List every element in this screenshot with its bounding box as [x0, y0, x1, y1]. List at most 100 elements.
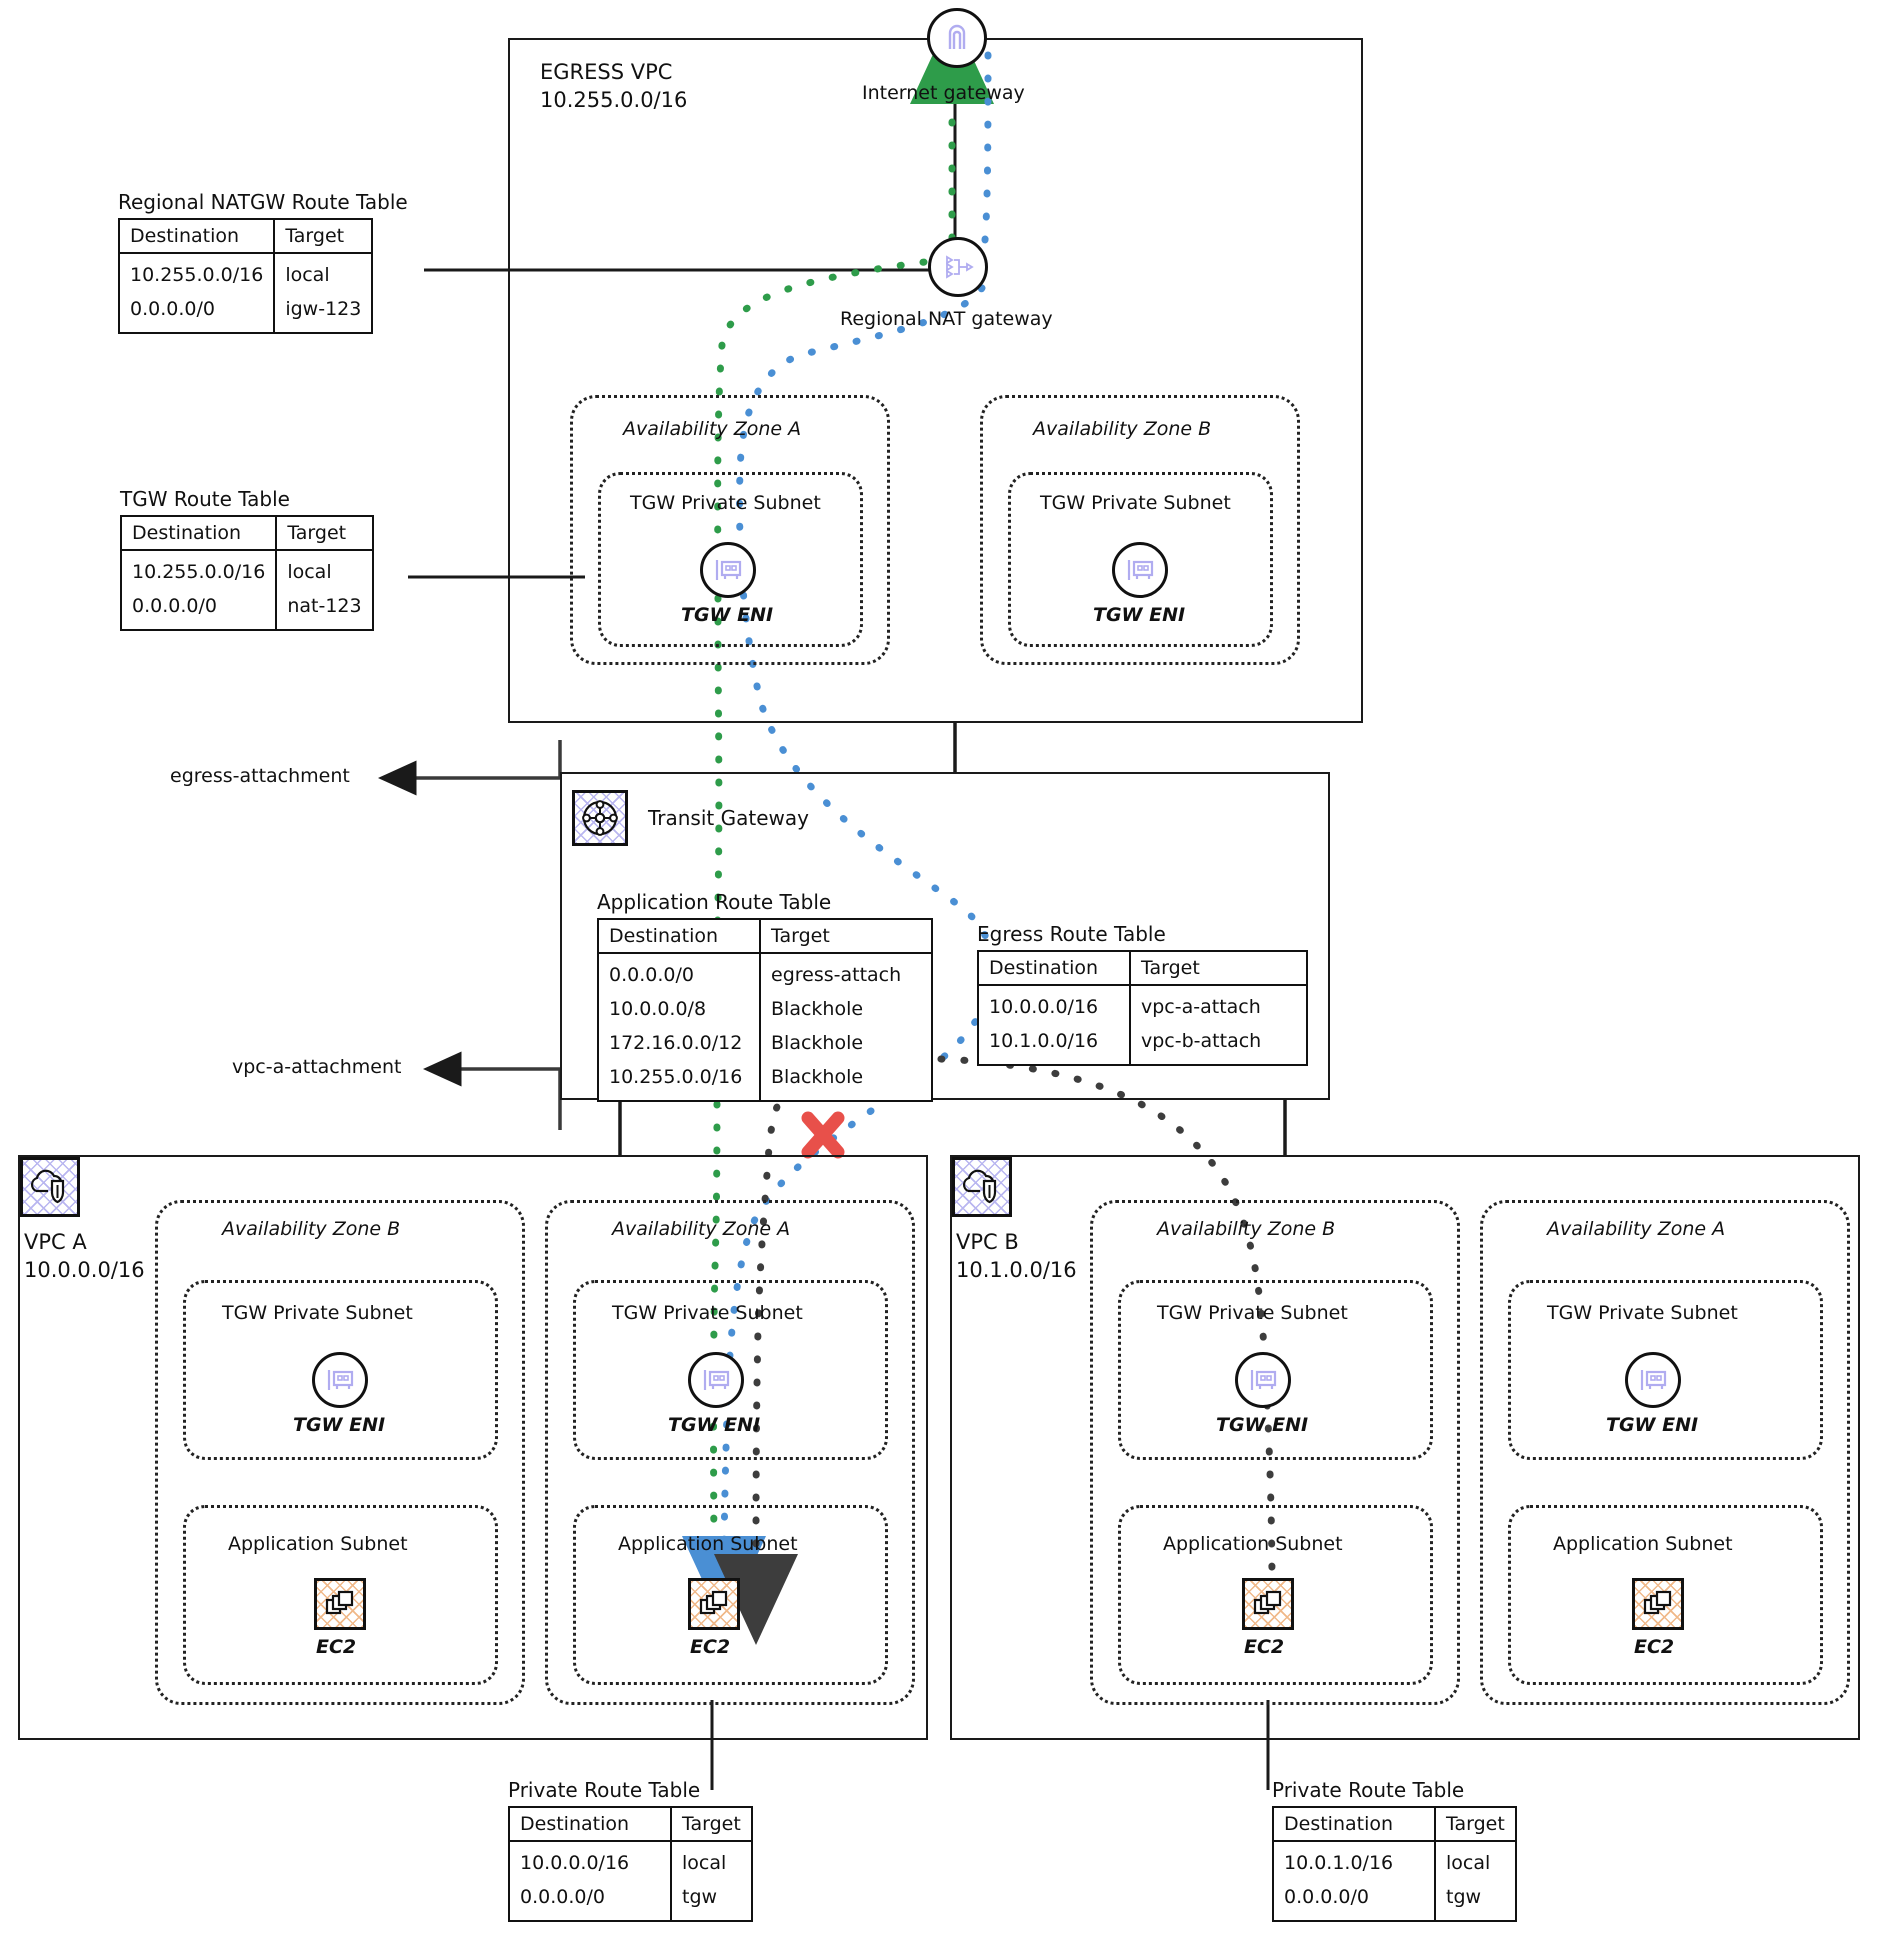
application-route-table-title: Application Route Table: [597, 890, 832, 914]
vpc-b-az-b-app-subnet-box: [1118, 1505, 1433, 1685]
table-row: 0.0.0.0/0 igw-123: [119, 292, 372, 333]
cell-destination: 10.0.0.0/16: [509, 1841, 672, 1880]
tgw-route-table: TGW Route Table Destination Target 10.25…: [120, 487, 374, 631]
col-target: Target: [276, 516, 373, 551]
vpc-a-az-a-tgw-eni-node[interactable]: [688, 1352, 744, 1408]
vpc-a-az-b-tgw-subnet-box: [183, 1280, 498, 1460]
cell-target: vpc-b-attach: [1141, 1030, 1262, 1052]
cell-target: Blackhole: [771, 998, 864, 1020]
internet-gateway-node[interactable]: [927, 8, 987, 68]
cell-target: tgw: [1446, 1886, 1482, 1908]
cell-target: igw-123: [285, 298, 362, 320]
egress-az-a-tgw-eni-node[interactable]: [700, 542, 756, 598]
vpc-b-az-b-ec2-label: EC2: [1244, 1636, 1285, 1658]
vpc-a-az-b-box: [155, 1200, 525, 1705]
ec2-icon: [1253, 1590, 1282, 1615]
cell-target: vpc-a-attach: [1141, 996, 1261, 1018]
vpc-a-title: VPC A 10.0.0.0/16: [24, 1228, 145, 1285]
col-target: Target: [1130, 951, 1307, 986]
col-destination: Destination: [121, 516, 278, 551]
cell-destination: 10.0.0.0/8: [598, 992, 761, 1026]
cell-target: Blackhole: [771, 1032, 864, 1054]
vpc-b-az-b-ec2-node[interactable]: [1242, 1578, 1294, 1630]
cell-destination: 0.0.0.0/0: [1273, 1880, 1436, 1921]
vpc-a-az-a-ec2-node[interactable]: [688, 1578, 740, 1630]
cell-target: local: [682, 1852, 727, 1874]
vpc-b-az-b-tgw-eni-label: TGW ENI: [1216, 1414, 1309, 1436]
vpc-b-az-a-tgw-subnet-title: TGW Private Subnet: [1547, 1302, 1738, 1324]
tgw-eni-icon: [1250, 1370, 1277, 1390]
vpc-b-az-b-box: [1090, 1200, 1460, 1705]
vpc-a-cidr: 10.0.0.0/16: [24, 1258, 145, 1283]
col-target: Target: [1435, 1807, 1516, 1842]
vpc-b-az-a-app-subnet-title: Application Subnet: [1553, 1533, 1733, 1555]
transit-gateway-icon-box[interactable]: [572, 790, 628, 846]
cell-destination: 10.255.0.0/16: [119, 253, 276, 292]
vpc-b-az-b-tgw-subnet-box: [1118, 1280, 1433, 1460]
vpc-b-private-route-table: Private Route Table Destination Target 1…: [1272, 1778, 1517, 1922]
tgw-eni-icon: [1640, 1370, 1667, 1390]
egress-route-table: Egress Route Table Destination Target 10…: [977, 922, 1308, 1066]
egress-az-a-tgw-eni-label: TGW ENI: [681, 604, 774, 626]
vpc-a-private-route-table-title: Private Route Table: [508, 1778, 701, 1802]
vpc-b-az-b-app-subnet-title: Application Subnet: [1163, 1533, 1343, 1555]
internet-gateway-icon: [948, 24, 966, 49]
application-route-table: Application Route Table Destination Targ…: [597, 890, 933, 1102]
table-row: 10.255.0.0/16 local: [121, 550, 373, 589]
vpc-b-icon-box: [952, 1157, 1012, 1217]
tgw-eni-icon: [1127, 560, 1154, 580]
internet-gateway-label: Internet gateway: [862, 82, 1025, 104]
table-row: 10.0.0.0/8 Blackhole: [598, 992, 932, 1026]
nat-gateway-node[interactable]: [928, 237, 988, 297]
vpc-b-az-b-title: Availability Zone B: [1157, 1218, 1336, 1240]
table-row: 0.0.0.0/0 nat-123: [121, 589, 373, 630]
vpc-b-private-route-table-title: Private Route Table: [1272, 1778, 1465, 1802]
vpc-b-az-b-tgw-eni-node[interactable]: [1235, 1352, 1291, 1408]
vpc-cloud-shield-icon: [30, 1169, 65, 1204]
cell-destination: 0.0.0.0/0: [598, 953, 761, 992]
vpc-b-az-a-tgw-eni-node[interactable]: [1625, 1352, 1681, 1408]
ec2-icon: [699, 1590, 728, 1615]
natgw-route-table: Regional NATGW Route Table Destination T…: [118, 190, 408, 334]
table-row: 0.0.0.0/0 tgw: [509, 1880, 752, 1921]
cell-destination: 0.0.0.0/0: [121, 589, 278, 630]
egress-vpc-title: EGRESS VPC 10.255.0.0/16: [540, 58, 687, 115]
table-row: 0.0.0.0/0 egress-attach: [598, 953, 932, 992]
ec2-icon: [1643, 1590, 1672, 1615]
transit-gateway-label: Transit Gateway: [648, 806, 809, 830]
egress-az-b-tgw-eni-node[interactable]: [1112, 542, 1168, 598]
egress-vpc-name: EGRESS VPC: [540, 60, 673, 84]
blocked-x-icon: [801, 1111, 845, 1159]
cell-destination: 0.0.0.0/0: [509, 1880, 672, 1921]
vpc-a-az-b-tgw-subnet-title: TGW Private Subnet: [222, 1302, 413, 1324]
cell-destination: 10.255.0.0/16: [598, 1060, 761, 1101]
vpc-b-box: [950, 1155, 1860, 1740]
table-row: 10.1.0.0/16 vpc-b-attach: [978, 1024, 1307, 1065]
egress-az-a-title: Availability Zone A: [623, 418, 802, 440]
tgw-eni-icon: [327, 1370, 354, 1390]
cell-destination: 172.16.0.0/12: [598, 1026, 761, 1060]
vpc-b-az-a-ec2-node[interactable]: [1632, 1578, 1684, 1630]
vpc-a-name: VPC A: [24, 1230, 87, 1254]
nat-gateway-label: Regional NAT gateway: [840, 308, 1053, 330]
cell-target: local: [285, 264, 330, 286]
vpc-a-box: [18, 1155, 928, 1740]
transit-gateway-box: [560, 772, 1330, 1100]
vpc-b-name: VPC B: [956, 1230, 1019, 1254]
vpc-b-title: VPC B 10.1.0.0/16: [956, 1228, 1077, 1285]
vpc-a-az-b-tgw-eni-node[interactable]: [312, 1352, 368, 1408]
vpc-a-az-a-title: Availability Zone A: [612, 1218, 791, 1240]
vpc-a-az-b-app-subnet-box: [183, 1505, 498, 1685]
vpc-a-az-a-tgw-eni-label: TGW ENI: [668, 1414, 761, 1436]
nat-gateway-icon: [946, 255, 974, 279]
vpc-a-az-a-app-subnet-title: Application Subnet: [618, 1533, 798, 1555]
transit-gateway-icon: [582, 800, 618, 836]
cell-target: local: [287, 561, 332, 583]
vpc-a-az-b-ec2-node[interactable]: [314, 1578, 366, 1630]
table-row: 172.16.0.0/12 Blackhole: [598, 1026, 932, 1060]
table-row: 0.0.0.0/0 tgw: [1273, 1880, 1516, 1921]
vpc-b-az-a-tgw-subnet-box: [1508, 1280, 1823, 1460]
col-destination: Destination: [978, 951, 1131, 986]
cell-target: local: [1446, 1852, 1491, 1874]
